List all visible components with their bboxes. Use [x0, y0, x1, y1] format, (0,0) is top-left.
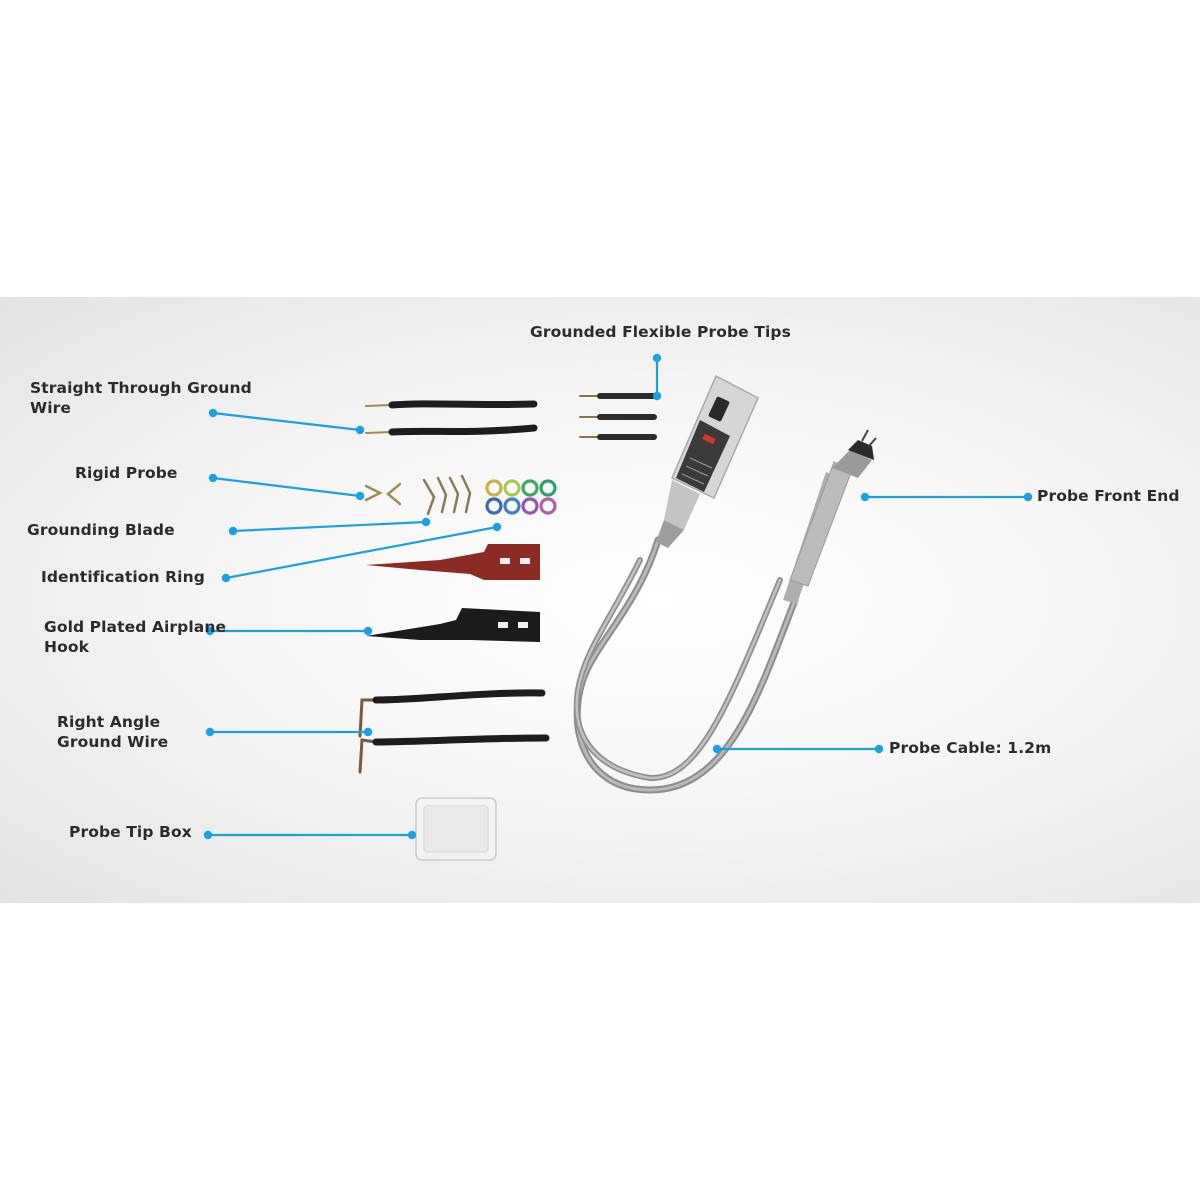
leader-dot-straight-through-ground-wire-start	[208, 408, 218, 418]
identification-ring	[485, 497, 503, 515]
grounded-flexible-probe-tips	[579, 393, 657, 440]
identification-ring	[503, 479, 521, 497]
leader-line-identification-ring	[225, 525, 498, 580]
probe-cable	[573, 536, 799, 794]
leader-dot-rigid-probe-start	[208, 473, 218, 483]
identification-ring	[521, 497, 539, 515]
label-identification-ring: Identification Ring	[41, 568, 205, 586]
identification-rings	[485, 479, 557, 515]
identification-ring	[539, 497, 557, 515]
label-probe-tip-box: Probe Tip Box	[69, 823, 192, 841]
leader-dot-gold-plated-airplane-hook-start	[205, 626, 215, 636]
right-angle-ground-wires	[358, 689, 550, 774]
grounding-blades	[422, 474, 472, 516]
label-grounded-flexible-probe-tips: Grounded Flexible Probe Tips	[530, 323, 791, 341]
leader-dot-rigid-probe-end	[355, 491, 365, 501]
probe-amplifier-body	[656, 374, 759, 548]
leader-dot-right-angle-ground-wire-end	[363, 727, 373, 737]
leader-dot-probe-cable-end	[874, 744, 884, 754]
red-airplane-hook	[366, 544, 540, 580]
leader-dot-probe-tip-box-start	[203, 830, 213, 840]
leader-dot-probe-tip-box-end	[407, 830, 417, 840]
leader-dot-probe-front-end-start	[860, 492, 870, 502]
leader-dot-identification-ring-end	[492, 522, 502, 532]
probe-front-end	[783, 429, 877, 604]
black-airplane-hook	[366, 608, 540, 642]
label-grounding-blade: Grounding Blade	[27, 521, 175, 539]
leader-dot-grounded-flexible-probe-tips-start	[652, 353, 662, 363]
leader-dot-right-angle-ground-wire-start	[205, 727, 215, 737]
leader-dot-probe-front-end-end	[1023, 492, 1033, 502]
leader-line-straight-through-ground-wire	[212, 411, 361, 432]
label-gold-plated-airplane-hook: Gold Plated Airplane Hook	[44, 618, 227, 656]
identification-ring	[503, 497, 521, 515]
label-probe-cable: Probe Cable: 1.2m	[889, 739, 1052, 757]
identification-ring	[521, 479, 539, 497]
label-straight-through-ground-wire: Straight Through Ground Wire	[30, 379, 252, 417]
leader-dot-probe-cable-start	[712, 744, 722, 754]
leader-dot-grounding-blade-end	[421, 517, 431, 527]
leader-lines	[203, 353, 1033, 840]
identification-ring	[485, 479, 503, 497]
leader-dot-identification-ring-start	[221, 573, 231, 583]
leader-dot-straight-through-ground-wire-end	[355, 425, 365, 435]
probe-tip-box	[415, 797, 497, 861]
leader-line-rigid-probe	[212, 476, 361, 498]
leader-dot-grounding-blade-start	[228, 526, 238, 536]
identification-ring	[539, 479, 557, 497]
straight-through-ground-wires	[365, 400, 538, 436]
label-rigid-probe: Rigid Probe	[75, 464, 178, 482]
leader-line-grounding-blade	[232, 520, 427, 533]
rigid-probe-tips	[364, 482, 402, 506]
label-probe-front-end: Probe Front End	[1037, 487, 1180, 505]
leader-dot-gold-plated-airplane-hook-end	[363, 626, 373, 636]
leader-dot-grounded-flexible-probe-tips-end	[652, 391, 662, 401]
label-right-angle-ground-wire: Right Angle Ground Wire	[57, 713, 169, 751]
